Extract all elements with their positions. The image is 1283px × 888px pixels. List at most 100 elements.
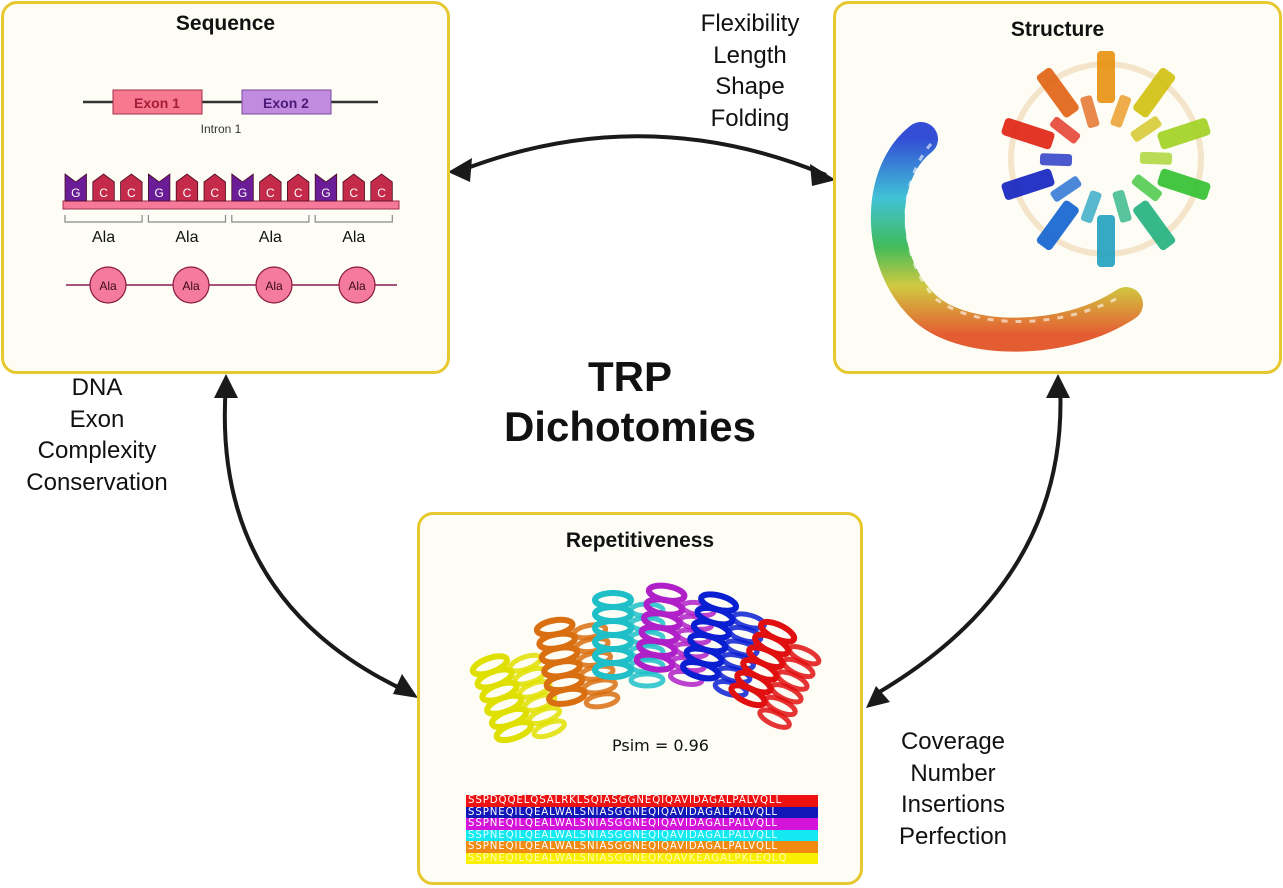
beta-strand bbox=[1112, 190, 1132, 223]
helix-repeat bbox=[469, 652, 567, 744]
nucleotide-letter: G bbox=[154, 186, 163, 200]
codon-bracket bbox=[147, 215, 227, 223]
beta-strand bbox=[1080, 95, 1100, 128]
codon-amino-label: Ala bbox=[342, 229, 365, 246]
beta-strand bbox=[1039, 153, 1073, 167]
sequence-alignment: SSPDQQELQSALRKLSQIASGGNEQIQAVIDAGALPALVQ… bbox=[466, 795, 818, 864]
amino-acid-label: Ala bbox=[182, 279, 200, 293]
label-insertions: Insertions bbox=[900, 791, 1006, 818]
amino-acid-bead bbox=[172, 266, 210, 304]
beta-strand bbox=[1036, 200, 1079, 251]
label-complexity: Complexity bbox=[37, 437, 157, 464]
arrowhead-icon bbox=[393, 674, 418, 698]
sequence-repetitiveness-labels: DNA Exon Complexity Conservation bbox=[12, 372, 182, 498]
arrow-sequence-repetitiveness bbox=[222, 383, 409, 694]
nucleotide-letter: C bbox=[294, 186, 303, 200]
alignment-row: SSPNEQILQEALWALSNIASGGNEQIQAVIDAGALPALVQ… bbox=[466, 841, 818, 853]
nucleotide-C bbox=[203, 173, 226, 202]
beta-strand bbox=[1050, 176, 1082, 202]
structure-repetitiveness-labels: Coverage Number Insertions Perfection bbox=[878, 726, 1028, 852]
helix-turn bbox=[633, 651, 676, 673]
amino-acid-bead bbox=[89, 266, 127, 304]
solenoid-ribbon-inner bbox=[904, 143, 1117, 323]
nucleotide-letter: C bbox=[183, 186, 192, 200]
helical-repeat-image bbox=[469, 582, 822, 744]
beta-strand bbox=[1157, 168, 1211, 200]
arrowhead-icon bbox=[866, 686, 890, 708]
nucleotide-G bbox=[314, 173, 338, 202]
nucleotide-letter: C bbox=[210, 186, 219, 200]
nucleotide-letter: C bbox=[99, 186, 108, 200]
main-title: TRP Dichotomies bbox=[470, 352, 790, 452]
sequence-panel-title: Sequence bbox=[175, 12, 276, 35]
structure-panel-title: Structure bbox=[1010, 18, 1105, 41]
label-conservation: Conservation bbox=[26, 468, 168, 496]
arrowhead-icon bbox=[214, 374, 238, 398]
beta-strand bbox=[1001, 168, 1055, 200]
codon-bracket bbox=[64, 215, 143, 223]
nucleotide-letter: C bbox=[127, 186, 136, 200]
nucleotide-C bbox=[175, 173, 199, 202]
beta-strand bbox=[1133, 67, 1176, 118]
nucleotide-letter: G bbox=[71, 186, 80, 200]
nucleotide-letter: C bbox=[349, 186, 358, 200]
exon-2-label: Exon 2 bbox=[263, 95, 309, 111]
nucleotide-G bbox=[147, 173, 171, 202]
main-title-line2: Dichotomies bbox=[503, 403, 757, 450]
amino-acid-bead bbox=[338, 266, 376, 304]
nucleotide-C bbox=[259, 173, 282, 202]
label-number: Number bbox=[910, 759, 996, 787]
main-title-line1: TRP bbox=[588, 353, 672, 400]
arrow-sequence-structure bbox=[461, 134, 827, 177]
label-flexibility: Flexibility bbox=[700, 10, 800, 37]
nucleotide-C bbox=[342, 173, 365, 202]
label-length: Length bbox=[713, 41, 787, 69]
beta-strand bbox=[1097, 215, 1115, 267]
repetitiveness-panel-title: Repetitiveness bbox=[565, 529, 715, 552]
exon-1-box bbox=[112, 89, 203, 115]
nucleotide-C bbox=[92, 173, 115, 202]
helix-repeat bbox=[533, 616, 621, 710]
label-folding: Folding bbox=[710, 104, 790, 132]
exon-1-label: Exon 1 bbox=[134, 95, 180, 111]
nucleotide-letter: G bbox=[321, 186, 330, 200]
codon-amino-label: Ala bbox=[92, 229, 115, 246]
beta-strand bbox=[1097, 51, 1115, 103]
alignment-row: SSPNEQILQEALWALSNIASGGNEQKQAVKEAGALPKLEQ… bbox=[466, 852, 818, 864]
codon-bracket bbox=[231, 215, 310, 223]
label-exon: Exon bbox=[69, 405, 125, 433]
amino-acid-label: Ala bbox=[265, 279, 283, 293]
helix-turn bbox=[712, 679, 749, 699]
helix-turn bbox=[628, 671, 666, 689]
alignment-row: SSPNEQILQEALWALSNIASGGNEQIQAVIDAGALPALVQ… bbox=[466, 806, 818, 818]
helix-turn bbox=[531, 718, 567, 740]
helix-turn bbox=[546, 685, 588, 707]
beta-strand bbox=[1080, 190, 1102, 224]
amino-acid-label: Ala bbox=[348, 279, 366, 293]
beta-strand bbox=[1131, 174, 1162, 202]
arrowhead-icon bbox=[810, 164, 836, 186]
alignment-row: SSPDQQELQSALRKLSQIASGGNEQIQAVIDAGALPALVQ… bbox=[466, 795, 818, 807]
helix-repeat bbox=[728, 618, 822, 730]
nucleotide-G bbox=[64, 173, 87, 202]
amino-acid-label: Ala bbox=[99, 279, 117, 293]
beta-strand bbox=[1036, 67, 1079, 118]
nucleotide-G bbox=[231, 173, 254, 202]
helix-turn bbox=[728, 682, 768, 709]
label-dna: DNA bbox=[71, 374, 123, 401]
mrna-strand bbox=[62, 200, 400, 210]
label-shape: Shape bbox=[715, 73, 785, 100]
codon-amino-label: Ala bbox=[259, 229, 282, 246]
codon-bracket bbox=[314, 215, 393, 223]
nucleotide-letter: C bbox=[377, 186, 386, 200]
nucleotide-C bbox=[370, 173, 393, 202]
label-perfection: Perfection bbox=[898, 822, 1008, 850]
nucleotide-letter: C bbox=[266, 186, 275, 200]
arrow-structure-repetitiveness bbox=[874, 383, 1063, 696]
exon-2-box bbox=[241, 89, 332, 115]
alignment-row: SSPNEQILQEALWALSNIASGGNEQIQAVIDAGALPALVQ… bbox=[466, 829, 818, 841]
sequence-diagram: Exon 1 Exon 2 Intron 1 G C C Ala G C C Ala G C C Al… bbox=[62, 89, 400, 304]
beta-propeller bbox=[1001, 51, 1211, 267]
intron-1-label: Intron 1 bbox=[201, 122, 242, 136]
nucleotide-letter: G bbox=[238, 186, 247, 200]
